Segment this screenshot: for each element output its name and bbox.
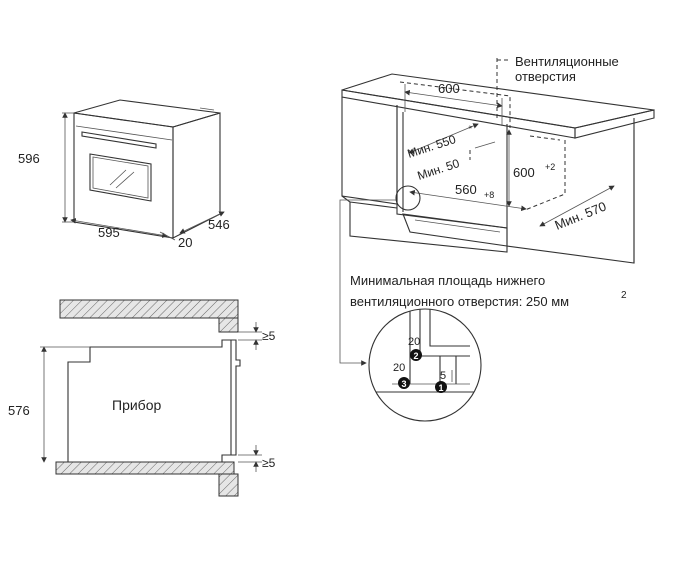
- section-height-dim: 576: [8, 403, 30, 418]
- top-gap-dim: ≥5: [262, 329, 276, 343]
- dim-600-height-tol: +2: [545, 162, 555, 172]
- marker-2: [410, 349, 422, 361]
- svg-text:1: 1: [438, 383, 443, 393]
- oven-width-dim: 595: [98, 225, 120, 240]
- appliance-outline: [67, 339, 232, 463]
- appliance-label: Прибор: [112, 397, 161, 413]
- note-superscript: 2: [621, 290, 627, 301]
- min-50-dim: Мин. 50: [416, 156, 462, 183]
- bottom-right-post: [218, 473, 239, 497]
- cabinet-left-panel: [341, 97, 398, 205]
- note-line2: вентиляционного отверстия: 250 мм: [350, 294, 569, 309]
- detail-dim-left: 20: [393, 362, 405, 374]
- dim-600-height: 600: [513, 165, 535, 180]
- top-right-post: [218, 317, 239, 333]
- detail-view: 20 20 5 2 3 1: [368, 308, 482, 422]
- section-view: Прибор 576 ≥5 ≥5: [8, 299, 276, 497]
- oven-isometric: 596 595 546 20: [18, 99, 230, 250]
- marker-3: [398, 377, 410, 389]
- oven-handle: [81, 131, 157, 149]
- note-line1: Минимальная площадь нижнего: [350, 273, 545, 288]
- oven-depth-dim: 546: [208, 217, 230, 232]
- bottom-gap-dim: ≥5: [262, 456, 276, 470]
- detail-leader-line: [339, 199, 396, 366]
- oven-top-face: [73, 99, 221, 128]
- countertop-front-edge: [341, 89, 576, 139]
- svg-text:2: 2: [413, 351, 418, 361]
- bottom-shelf: [55, 461, 235, 475]
- countertop-top: [341, 73, 655, 129]
- svg-text:3: 3: [401, 379, 406, 389]
- oven-door-window: [89, 153, 152, 202]
- dim-560-tol: +8: [484, 190, 494, 200]
- detail-dim-right: 5: [440, 370, 446, 382]
- min-550-star: *: [468, 123, 475, 134]
- vent-label-line2: отверстия: [515, 69, 576, 84]
- cabinet-isometric: Вентиляционные отверстия 600 Мин. 550 * …: [339, 54, 655, 366]
- top-shelf: [59, 299, 239, 319]
- marker-1: [435, 381, 447, 393]
- vent-label-line1: Вентиляционные: [515, 54, 619, 69]
- vent-slot: [402, 213, 508, 247]
- oven-front-face: [73, 112, 174, 239]
- detail-callout-circle: [395, 185, 421, 211]
- oven-door-dim: 20: [178, 235, 192, 250]
- dim-560: 560: [455, 182, 477, 197]
- min-550-dim: Мин. 550: [406, 132, 458, 161]
- cabinet-right-panel: [506, 124, 635, 264]
- detail-dim-top: 20: [408, 336, 420, 348]
- dim-600-width: 600: [438, 81, 460, 96]
- oven-control-panel: [75, 125, 173, 141]
- appliance-door: [231, 339, 241, 456]
- detail-circle: [368, 308, 482, 422]
- oven-height-dim: 596: [18, 151, 40, 166]
